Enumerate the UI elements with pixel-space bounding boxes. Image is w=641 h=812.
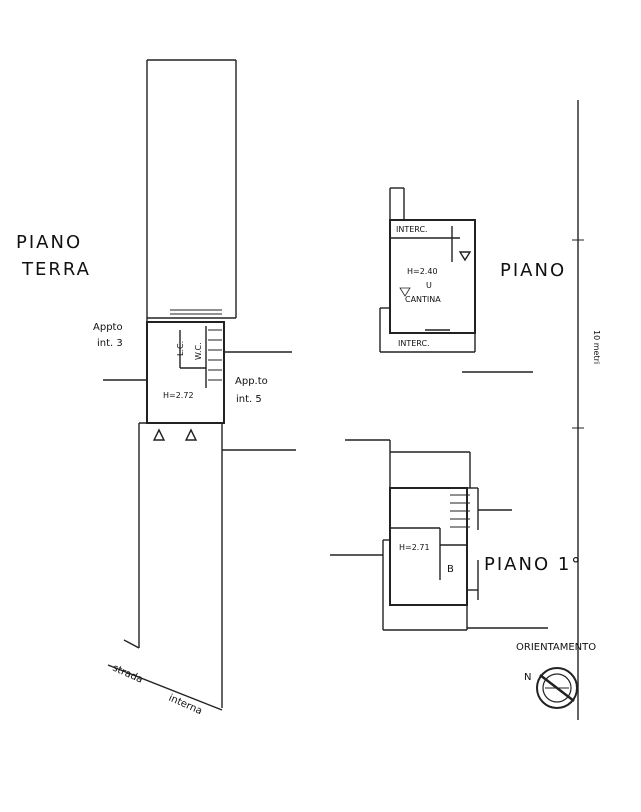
cellar-floor-label: PIANO [500, 260, 566, 281]
orientation-label: ORIENTAMENTO [516, 642, 596, 653]
apartment-left-label-1: Appto [93, 322, 123, 333]
cellar-room-label: CANTINA [405, 295, 441, 304]
north-label: N [524, 672, 531, 683]
first-floor-label: PIANO 1° [484, 554, 582, 575]
apartment-left-label-2: int. 3 [97, 338, 123, 349]
wc-label-2: W.C. [194, 342, 203, 360]
ground-floor-plan [103, 59, 296, 711]
cellar-interc-top-label: INTERC. [396, 225, 428, 234]
scale-label: 10 metri [592, 330, 601, 364]
apartment-right-label-1: App.to [235, 376, 268, 387]
cellar-floor-plan [379, 187, 533, 373]
ground-height-label: H=2.72 [163, 391, 194, 400]
ground-floor-label-2: TERRA [21, 259, 91, 280]
cellar-height-label: H=2.40 [407, 267, 438, 276]
street-label-1: strada [111, 663, 145, 686]
compass-icon [536, 667, 578, 709]
wc-label-1: L.C. [176, 341, 185, 356]
first-b-mark: B [447, 564, 454, 575]
street-label-2: interna [167, 693, 204, 718]
ground-floor-label-1: PIANO [16, 232, 82, 253]
first-floor-plan [330, 439, 548, 631]
cellar-u-mark: U [426, 281, 432, 290]
first-height-label: H=2.71 [399, 543, 430, 552]
cellar-interc-bottom-label: INTERC. [398, 339, 430, 348]
apartment-right-label-2: int. 5 [236, 394, 262, 405]
